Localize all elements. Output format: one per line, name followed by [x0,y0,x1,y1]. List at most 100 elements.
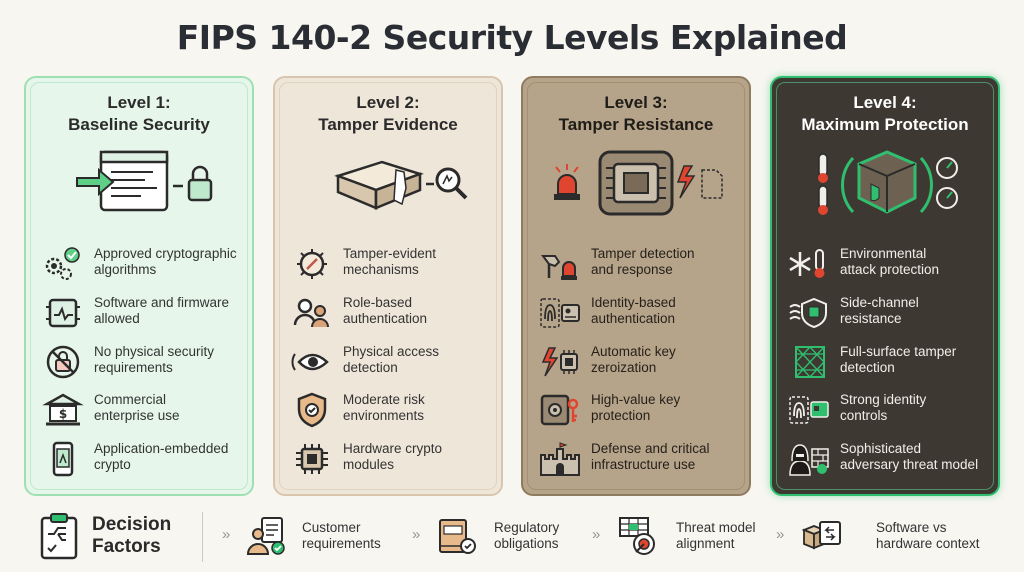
level-1-item-2-text2: requirements [94,360,173,375]
level-2-item-4-text1: Hardware crypto [343,441,443,456]
level-2-subheading: Tamper Evidence [318,115,458,134]
factor-item-2-text2: alignment [676,536,735,551]
eye-icon [291,353,329,371]
box-screen-icon [801,521,841,550]
chevron-right-icon: » [222,526,231,543]
gears-check-icon [45,247,80,280]
level-2-item-3-text2: environments [343,408,425,423]
level-3-item-2-text1: Automatic key [591,344,676,359]
decision-factors-label-1: Decision [92,514,172,535]
level-4-item-1-text1: Side-channel [840,295,919,310]
level-1-item-4-text1: Application-embedded [94,441,229,456]
armored-cube-icon [818,150,958,215]
chevron-right-icon: » [776,526,785,543]
key-zeroize-icon [541,347,578,377]
users-icon [293,298,329,328]
level-4-item-1-text2: resistance [840,311,902,326]
level-1-item-2-text1: No physical security [94,344,215,359]
level-3-item-1-text2: authentication [591,311,676,326]
castle-icon [540,442,580,476]
level-4-item-4-text1: Sophisticated [840,441,922,456]
level-3-heading: Level 3: [604,93,668,112]
level-3-subheading: Tamper Resistance [558,115,714,134]
software-lock-icon [76,150,213,212]
level-2-item-2-text1: Physical access [343,344,440,359]
level-3-item-1-text1: Identity-based [591,295,676,310]
level-1-item-4-text2: crypto [94,457,131,472]
level-4-item-0-text2: attack protection [840,262,940,277]
factor-item-0-text2: requirements [302,536,381,551]
level-4-item-2-text2: detection [840,360,895,375]
factor-item-3-text2: hardware context [876,536,980,551]
level-4-item-2-text1: Full-surface tamper [840,344,957,359]
svg-text:$: $ [59,407,67,421]
level-2-item-3-text1: Moderate risk [343,392,425,407]
level-3-item-3-text2: protection [591,408,651,423]
level-3-item-3-text1: High-value key [591,392,681,407]
level-1-item-0-text1: Approved cryptographic [94,246,237,261]
level-1-subheading: Baseline Security [68,115,210,134]
safe-icon [540,394,579,426]
page-title: FIPS 140-2 Security Levels Explained [176,18,848,57]
chip-icon [46,298,80,328]
level-4-item-4-text2: adversary threat model [840,457,979,472]
no-lock-icon [46,345,80,379]
level-2-item-1-text2: authentication [343,311,428,326]
level-3-item-0-text1: Tamper detection [591,246,695,261]
level-4-item-0-text1: Environmental [840,246,927,261]
decision-factors-label-2: Factors [92,536,161,557]
customer-icon [246,517,285,555]
level-4-card: Level 4: Maximum Protection Environmenta… [770,76,1000,496]
clipboard-flow-icon [40,513,78,560]
level-1-heading: Level 1: [107,93,171,112]
level-3-card: Level 3: Tamper Resistance Tamper detect… [521,76,751,496]
level-1-item-3-text2: enterprise use [94,408,180,423]
footer-divider [202,512,203,562]
shield-icon [297,392,327,428]
level-1-item-1-text2: allowed [94,311,140,326]
factor-item-2-text1: Threat model [676,520,756,535]
level-2-heading: Level 2: [356,93,420,112]
level-1-item-1-text1: Software and firmware [94,295,230,310]
level-1-item-0-text2: algorithms [94,262,157,277]
tamper-seal-box-icon [334,160,468,210]
level-4-item-3-text1: Strong identity [840,392,927,407]
level-2-item-1-text1: Role-based [343,295,413,310]
bank-icon: $ [42,393,84,426]
level-1-card: Level 1: Baseline Security Approved cryp… [24,76,254,496]
signal-chip-icon [789,297,827,329]
level-2-item-0-text2: mechanisms [343,262,419,277]
level-4-subheading: Maximum Protection [801,115,969,134]
level-3-item-2-text2: zeroization [591,360,657,375]
decision-factors-label: Decision Factors [92,514,192,558]
factor-item-1-text1: Regulatory [494,520,560,535]
level-2-item-4-text2: modules [343,457,395,472]
identity-icon [789,396,829,424]
target-icon [619,517,655,555]
level-3-item-4-text2: infrastructure use [591,457,696,472]
level-2-item-2-text2: detection [343,360,398,375]
hardware-chip-icon [296,444,328,474]
chevron-right-icon: » [412,526,421,543]
law-book-icon [439,519,476,554]
